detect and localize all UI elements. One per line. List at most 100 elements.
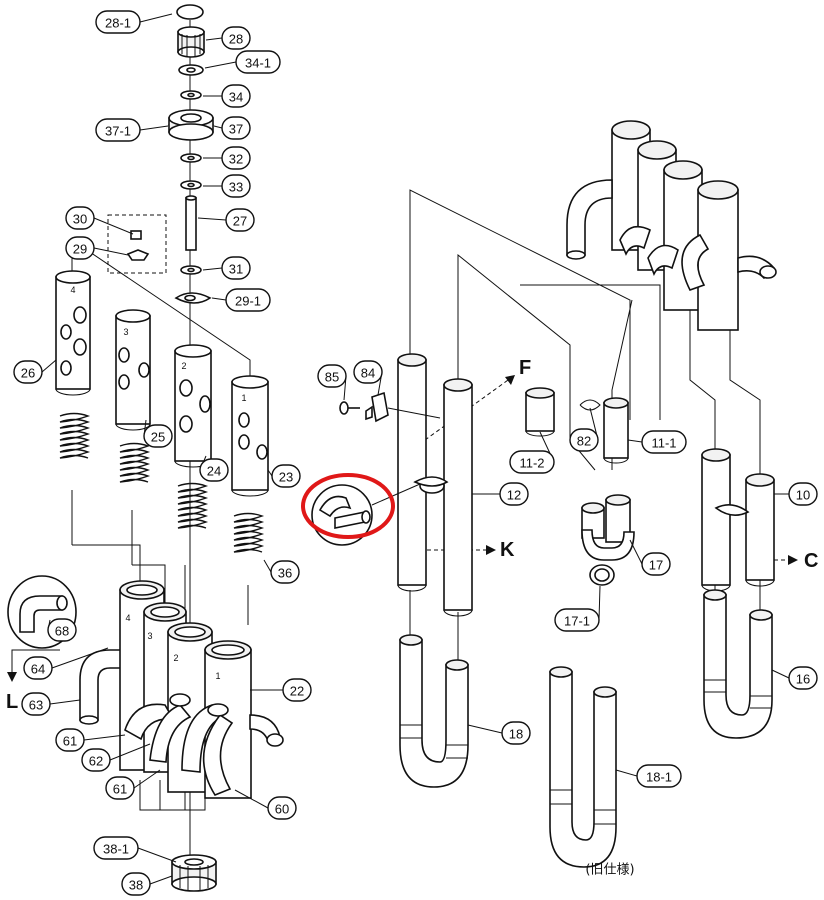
callout-bubble (554, 608, 600, 632)
manifold-assembly (566, 120, 777, 331)
callout-label: 27 (233, 214, 247, 229)
callout-label: 64 (31, 662, 45, 677)
valve-housing-22: 4 3 2 1 (7, 575, 284, 799)
callout-bubble (221, 26, 251, 50)
callout-leader (51, 647, 109, 669)
callout-31: 31 (202, 256, 251, 280)
callout-bubble (21, 692, 51, 716)
callout-leader (771, 669, 790, 679)
u-tube-16 (703, 589, 773, 739)
callout-bubble (55, 728, 85, 752)
callout-27: 27 (197, 208, 255, 232)
spool-24: 2 (174, 344, 212, 468)
callout-label: 17-1 (564, 614, 590, 629)
spool-number-4: 4 (70, 285, 75, 295)
spool-23: 1 (231, 375, 269, 497)
part-84 (371, 391, 389, 423)
callout-label: 28 (229, 32, 243, 47)
callout-leader (109, 743, 151, 761)
callout-36: 36 (263, 559, 300, 584)
callout-33: 33 (203, 174, 251, 198)
sleeve-11-2 (525, 387, 555, 437)
callout-label: 38 (129, 878, 143, 893)
callout-18-1: 18-1 (615, 764, 682, 788)
callout-leader (93, 217, 134, 235)
callout-leader (149, 875, 173, 885)
spring-c (177, 482, 209, 529)
callout-82: 82 (569, 407, 599, 452)
callout-60: 60 (234, 789, 297, 820)
arrow-l-head (7, 672, 17, 682)
direction-arrows: F K C L (6, 357, 818, 713)
callout-label: 16 (796, 672, 810, 687)
callout-leader (211, 297, 227, 301)
callout-label: 30 (73, 212, 87, 227)
callout-leader (598, 585, 601, 621)
letter-l: L (6, 691, 18, 713)
callout-leader (83, 734, 126, 741)
callout-bubble (271, 464, 301, 488)
callout-label: 22 (290, 684, 304, 699)
housing-number-1: 1 (215, 671, 220, 681)
callout-leader (467, 724, 503, 734)
callout-leader (49, 699, 81, 705)
callout-17: 17 (629, 539, 671, 576)
callout-bubble (93, 836, 139, 860)
callout-bubble (501, 721, 531, 745)
callout-34-1: 34-1 (204, 50, 281, 74)
callout-leader (41, 359, 57, 373)
knob-38 (171, 854, 217, 892)
cap-28-1 (176, 4, 204, 20)
spring-a (59, 412, 91, 459)
callout-bubble (65, 236, 95, 260)
callout-bubble (788, 482, 818, 506)
callout-label: 26 (21, 366, 35, 381)
arrow-k-head (486, 545, 496, 555)
spools: 4 3 2 1 (55, 270, 269, 497)
callout-bubble (235, 50, 281, 74)
callout-leader (202, 267, 223, 271)
tubes-12 (311, 353, 473, 617)
spool-number-3: 3 (123, 327, 128, 337)
callout-bubble (225, 288, 271, 312)
spring-b (119, 442, 151, 483)
callout-bubble (221, 174, 251, 198)
callout-label: 37 (229, 122, 243, 137)
highlight-circle (301, 473, 395, 539)
screw-30 (130, 230, 142, 240)
callout-leader (615, 769, 638, 777)
knob-stack (126, 4, 214, 304)
callout-bubble (13, 360, 43, 384)
u-tube-18-1 (549, 666, 617, 868)
callout-label: 29-1 (235, 294, 261, 309)
spool-number-1: 1 (241, 393, 246, 403)
callout-38: 38 (121, 872, 173, 896)
callout-label: 62 (89, 754, 103, 769)
callout-label: 11-2 (519, 456, 544, 471)
callout-label: 11-1 (651, 436, 676, 451)
callout-bubble (221, 116, 251, 140)
callout-label: 31 (229, 262, 243, 277)
callout-label: 28-1 (105, 16, 131, 31)
callout-label: 37-1 (105, 124, 131, 139)
callout-37: 37 (213, 116, 251, 140)
callout-bubble (95, 118, 141, 142)
callout-30: 30 (65, 206, 134, 235)
letter-f: F (519, 357, 531, 379)
callout-18: 18 (467, 721, 531, 745)
callout-10: 10 (774, 482, 818, 506)
callout-37-1: 37-1 (95, 118, 169, 142)
callout-bubble (353, 360, 383, 384)
spool-number-2: 2 (181, 361, 186, 371)
callout-12: 12 (472, 482, 529, 506)
callout-32: 32 (203, 146, 251, 170)
callout-61a: 61 (55, 728, 126, 752)
callout-bubble (641, 430, 687, 454)
callout-85: 85 (317, 364, 347, 401)
letter-k: K (500, 539, 515, 561)
callout-23: 23 (267, 464, 301, 488)
callout-label: 61 (63, 734, 77, 749)
callout-bubble (641, 552, 671, 576)
